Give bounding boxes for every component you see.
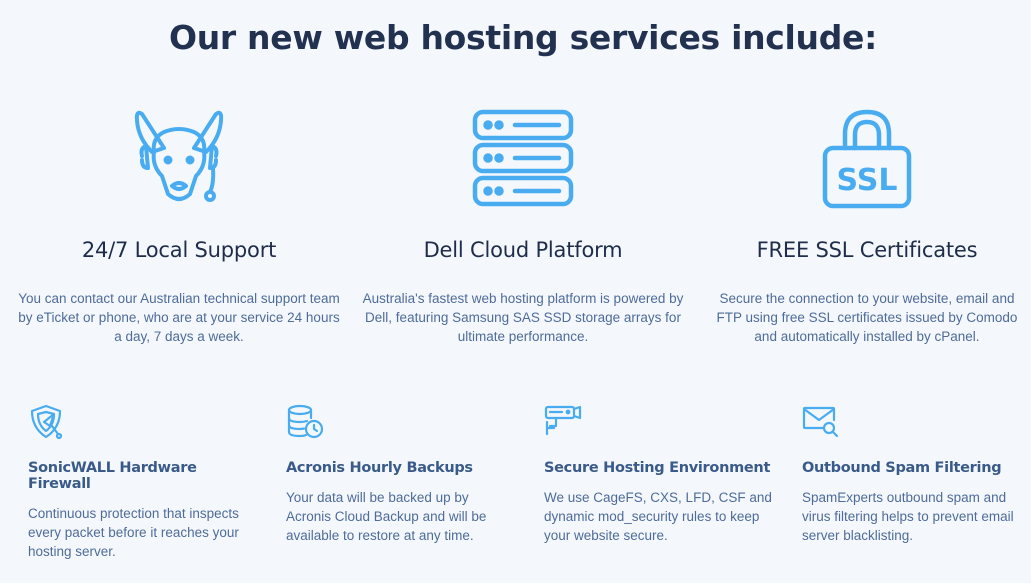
- feature-title: SonicWALL Hardware Firewall: [28, 460, 197, 492]
- feature-description: We use CageFS, CXS, LFD, CSF and dynamic…: [544, 490, 772, 543]
- feature-title: Acronis Hourly Backups: [286, 460, 473, 476]
- feature-description: Continuous protection that inspects ever…: [28, 506, 239, 559]
- feature-description: Your data will be backed up by Acronis C…: [286, 490, 487, 543]
- server-rack-icon: [472, 109, 574, 207]
- feature-title: Outbound Spam Filtering: [802, 460, 1002, 476]
- feature-title: 24/7 Local Support: [81, 238, 277, 262]
- feature-title: Secure Hosting Environment: [544, 460, 771, 476]
- shield-firewall-icon: [30, 404, 63, 440]
- feature-free-ssl: SSL FREE SSL Certificates Secure the con…: [702, 108, 1031, 346]
- feature-secure-environment: Secure Hosting Environment We use CageFS…: [544, 404, 774, 545]
- ssl-icon-label: SSL: [837, 163, 898, 198]
- ssl-padlock-icon: SSL: [822, 109, 912, 209]
- database-clock-icon: [287, 404, 324, 439]
- feature-dell-cloud: Dell Cloud Platform Australia's fastest …: [358, 108, 688, 346]
- feature-description: You can contact our Australian technical…: [18, 291, 340, 344]
- feature-description: Secure the connection to your website, e…: [716, 291, 1018, 344]
- envelope-search-icon: [802, 406, 839, 438]
- feature-local-support: 24/7 Local Support You can contact our A…: [14, 108, 344, 346]
- kangaroo-headset-icon: [134, 110, 224, 202]
- feature-firewall: SonicWALL Hardware Firewall Continuous p…: [28, 404, 258, 561]
- feature-spam-filtering: Outbound Spam Filtering SpamExperts outb…: [802, 404, 1031, 545]
- page-heading: Our new web hosting services include:: [168, 18, 878, 57]
- feature-title: Dell Cloud Platform: [423, 238, 623, 262]
- feature-title: FREE SSL Certificates: [756, 238, 978, 262]
- security-camera-icon: [544, 405, 582, 436]
- feature-backups: Acronis Hourly Backups Your data will be…: [286, 404, 516, 545]
- feature-description: SpamExperts outbound spam and virus filt…: [802, 490, 1014, 543]
- feature-description: Australia's fastest web hosting platform…: [362, 291, 684, 344]
